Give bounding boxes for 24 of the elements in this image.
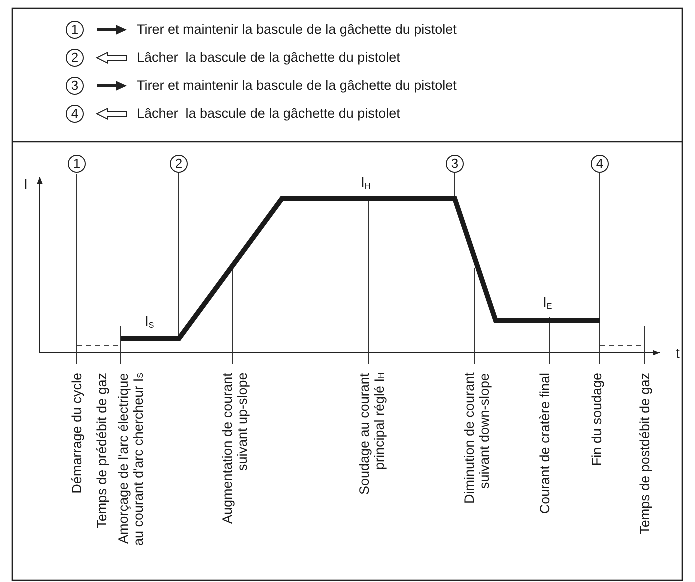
- legend-text: Tirer et maintenir la bascule de la gâchette du pistolet: [137, 78, 457, 94]
- circled-number: 2: [170, 155, 188, 173]
- circled-number: 4: [66, 105, 84, 123]
- circled-number: 3: [66, 77, 84, 95]
- current-label: I$_{H}$: [361, 174, 371, 193]
- axis-label: t: [676, 345, 680, 361]
- event-label: Diminution de courant suivant down-slope: [462, 373, 492, 506]
- event-label: Augmentation de courant suivant up-slope: [220, 373, 250, 526]
- event-label: Courant de cratère final: [538, 373, 552, 514]
- circled-number: 4: [591, 155, 609, 173]
- current-label: I$_{S}$: [145, 313, 154, 332]
- event-label: Temps de postdébit de gaz: [638, 373, 652, 534]
- event-label: Temps de prédébit de gaz: [94, 373, 110, 528]
- circled-number: 1: [68, 155, 86, 173]
- event-label: Démarrage du cycle: [70, 373, 84, 494]
- axis-label: I: [24, 176, 28, 192]
- current-label: I$_{E}$: [543, 294, 552, 313]
- legend-text: Lâcher la bascule de la gâchette du pistolet: [137, 106, 400, 122]
- legend-text: Tirer et maintenir la bascule de la gâchette du pistolet: [137, 22, 457, 38]
- circled-number: 1: [66, 21, 84, 39]
- circled-number: 3: [446, 155, 464, 173]
- event-label: Fin du soudage: [590, 373, 604, 466]
- circled-number: 2: [66, 49, 84, 67]
- legend-text: Lâcher la bascule de la gâchette du pistolet: [137, 50, 400, 66]
